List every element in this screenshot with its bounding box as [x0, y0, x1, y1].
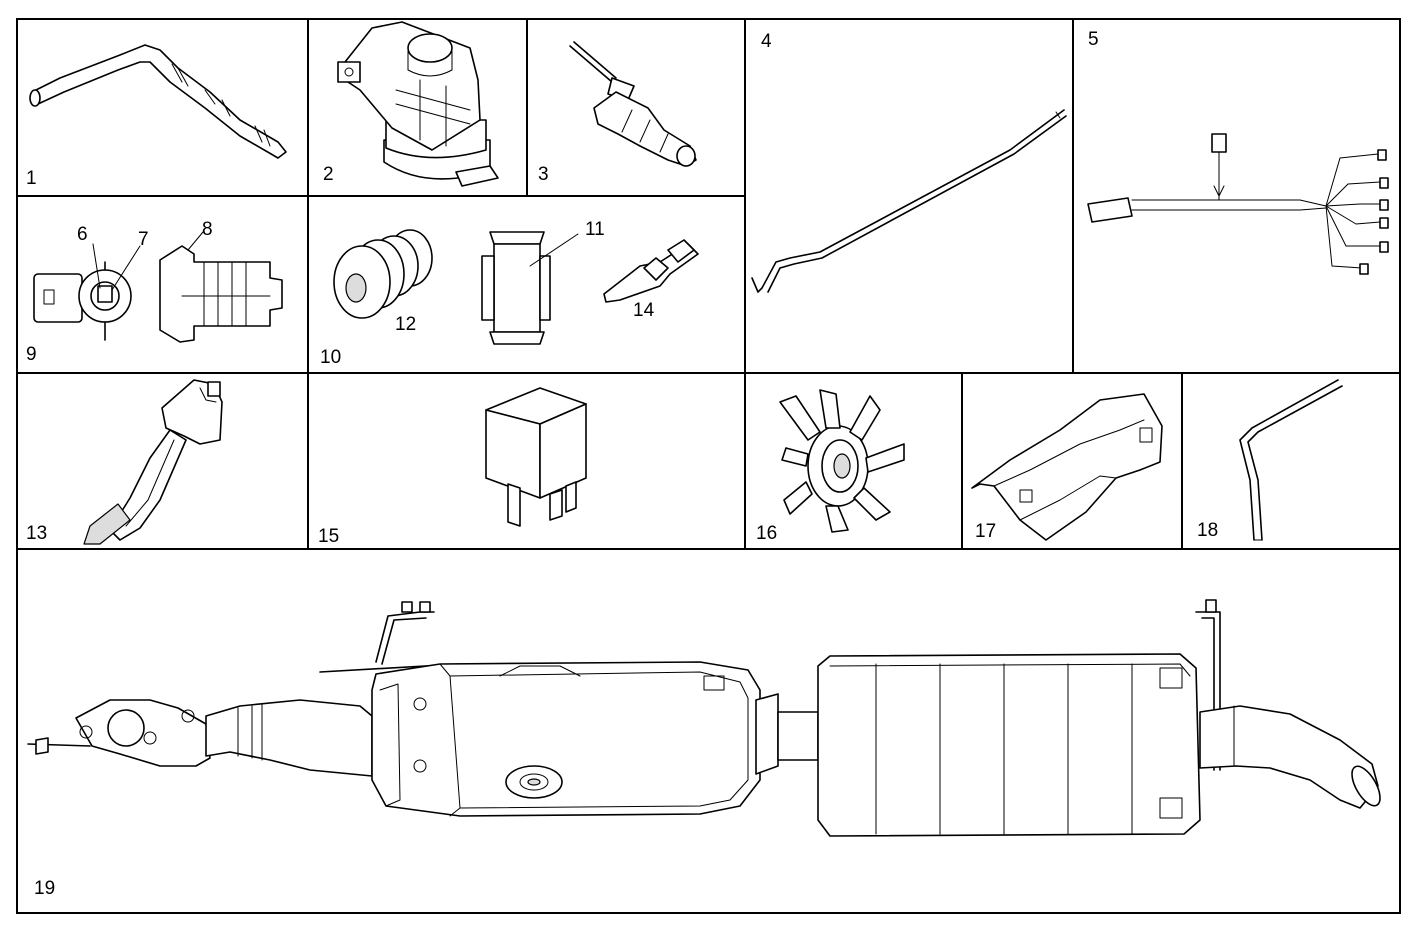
callout-6: 6 [77, 224, 88, 245]
label-13: 13 [26, 523, 47, 544]
part-3-tap [569, 41, 697, 167]
part-4-rod [751, 109, 1067, 293]
label-15: 15 [318, 526, 339, 547]
callout-7: 7 [138, 229, 149, 250]
label-2: 2 [323, 164, 334, 185]
label-17: 17 [975, 521, 996, 542]
callout-11: 11 [585, 219, 605, 240]
label-19: 19 [34, 878, 55, 899]
callout-labels: 6 7 8 11 12 14 [77, 219, 655, 335]
label-16: 16 [756, 523, 777, 544]
callout-14: 14 [633, 300, 655, 321]
label-5: 5 [1088, 29, 1099, 50]
label-10: 10 [320, 347, 341, 368]
label-18: 18 [1197, 520, 1218, 541]
label-3: 3 [538, 164, 549, 185]
label-1: 1 [26, 168, 37, 189]
callout-12: 12 [395, 314, 416, 335]
part-19-exhaust [27, 599, 1381, 837]
part-5-harness [1087, 133, 1389, 275]
part-15-relay [485, 387, 587, 527]
part-13-pedal [83, 379, 223, 545]
part-17-heat-shield [971, 393, 1163, 541]
callout-8: 8 [202, 219, 213, 240]
part-9-connector [33, 231, 283, 343]
part-10-fittings [333, 229, 699, 345]
grid-frame [16, 18, 1401, 914]
label-9: 9 [26, 344, 37, 365]
panel-labels: 1 2 3 4 5 9 10 13 15 16 17 18 19 [26, 29, 1218, 899]
part-2-pump [337, 21, 499, 187]
part-16-fan [779, 389, 905, 533]
part-1-hose [29, 44, 287, 159]
part-18-tube [1239, 379, 1343, 541]
label-4: 4 [761, 31, 772, 52]
